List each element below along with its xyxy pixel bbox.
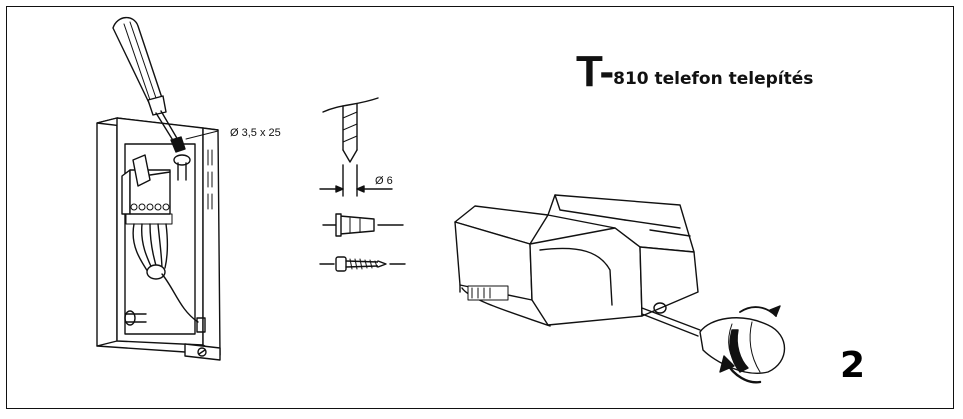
wood-screw-icon [319, 256, 406, 272]
step-number: 2 [840, 345, 866, 386]
title-prefix: T- [576, 47, 614, 96]
screwdriver-icon [112, 16, 219, 153]
phone-base-drawing [454, 194, 701, 337]
drill-dimension-label: Ø 6 [375, 175, 393, 187]
screw-dimension-label: Ø 3,5 x 25 [230, 127, 281, 139]
document-title: T-810 telefon telepítés [576, 50, 813, 94]
wall-box-drawing [96, 117, 221, 361]
wall-plug-icon [322, 213, 404, 237]
document-frame [6, 6, 954, 409]
title-text: 810 telefon telepítés [613, 69, 814, 89]
screwdriver-icon [699, 305, 785, 384]
drill-bit-icon [319, 97, 393, 197]
